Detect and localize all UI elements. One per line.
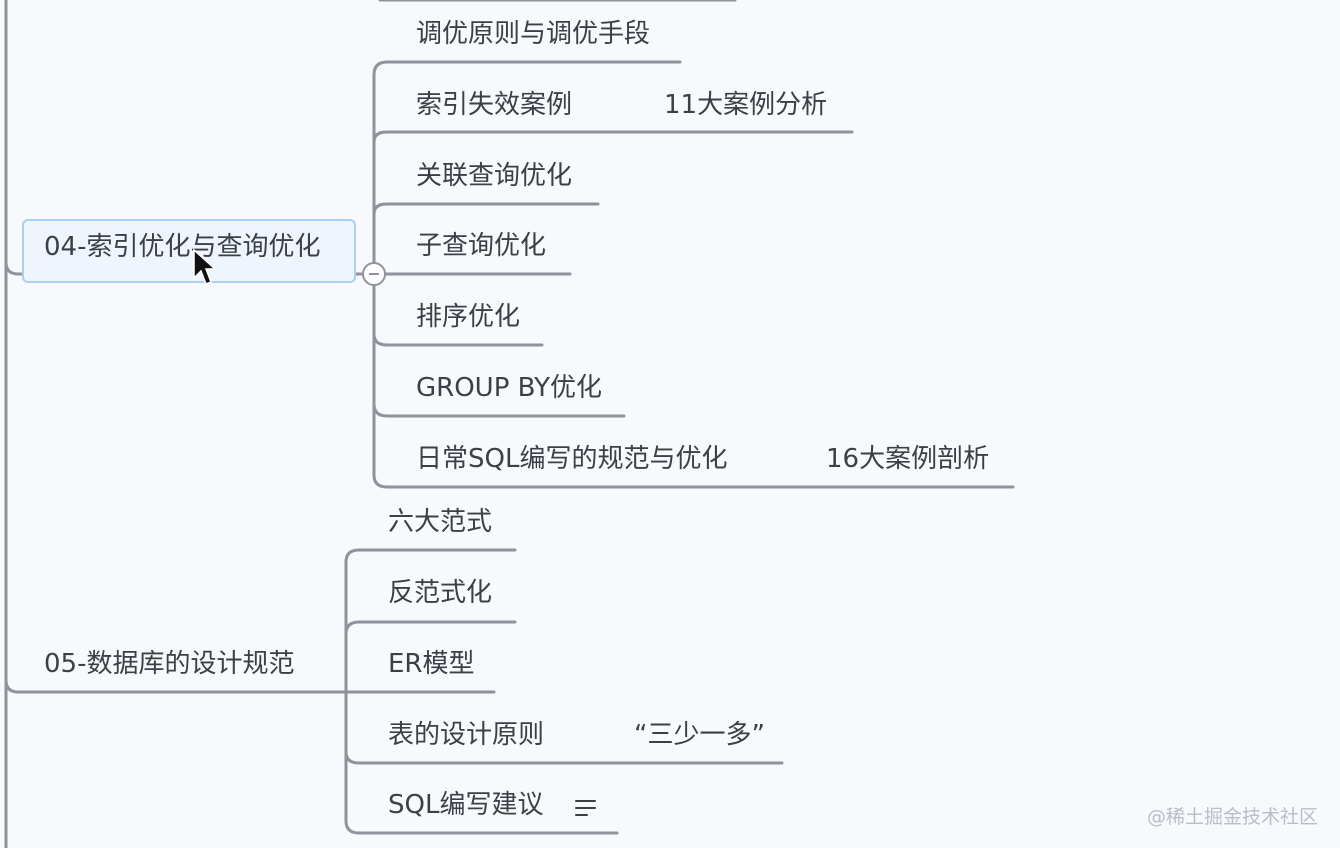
subtopic-denormalization[interactable]: 反范式化 bbox=[388, 578, 493, 608]
child-05-2-connector bbox=[344, 620, 517, 636]
subtopic-tuning-principles[interactable]: 调优原则与调优手段 bbox=[416, 19, 651, 49]
subtopic-group-by-optimization[interactable]: GROUP BY优化 bbox=[416, 373, 602, 403]
subtopic-sort-optimization[interactable]: 排序优化 bbox=[416, 302, 521, 332]
topic-04-index-optimization[interactable]: 04-索引优化与查询优化 bbox=[44, 232, 321, 262]
child-04-2-connector bbox=[372, 130, 854, 144]
watermark-text: @稀土掘金技术社区 bbox=[1146, 806, 1318, 828]
subtopic-index-failure-note[interactable]: 11大案例分析 bbox=[664, 90, 828, 120]
selection-highlight bbox=[22, 219, 356, 283]
child-04-1-connector bbox=[372, 60, 682, 276]
child-04-3-connector bbox=[372, 202, 600, 216]
collapse-minus-icon[interactable] bbox=[362, 262, 386, 286]
subtopic-sql-writing-advice[interactable]: SQL编写建议 bbox=[388, 790, 544, 820]
topic-04-underline bbox=[4, 260, 376, 276]
child-05-1-connector bbox=[344, 548, 517, 694]
subtopic-six-normal-forms[interactable]: 六大范式 bbox=[388, 507, 493, 537]
subtopic-index-failure-cases[interactable]: 索引失效案例 bbox=[416, 90, 573, 120]
child-04-7-connector bbox=[372, 402, 1015, 489]
child-05-5-connector bbox=[344, 750, 619, 835]
subtopic-join-query-optimization[interactable]: 关联查询优化 bbox=[416, 161, 573, 191]
mouse-pointer-icon bbox=[193, 248, 216, 285]
topic-05-underline bbox=[4, 678, 348, 694]
subtopic-sql-writing-standards[interactable]: 日常SQL编写的规范与优化 bbox=[416, 444, 728, 474]
subtopic-subquery-optimization[interactable]: 子查询优化 bbox=[416, 231, 547, 261]
subtopic-table-design-note[interactable]: “三少一多” bbox=[634, 720, 765, 750]
subtopic-er-model[interactable]: ER模型 bbox=[388, 649, 475, 679]
notes-lines-icon[interactable] bbox=[573, 796, 599, 820]
subtopic-table-design-principles[interactable]: 表的设计原则 bbox=[388, 720, 545, 750]
topic-05-database-design[interactable]: 05-数据库的设计规范 bbox=[44, 649, 295, 679]
subtopic-sql-writing-note[interactable]: 16大案例剖析 bbox=[826, 444, 990, 474]
